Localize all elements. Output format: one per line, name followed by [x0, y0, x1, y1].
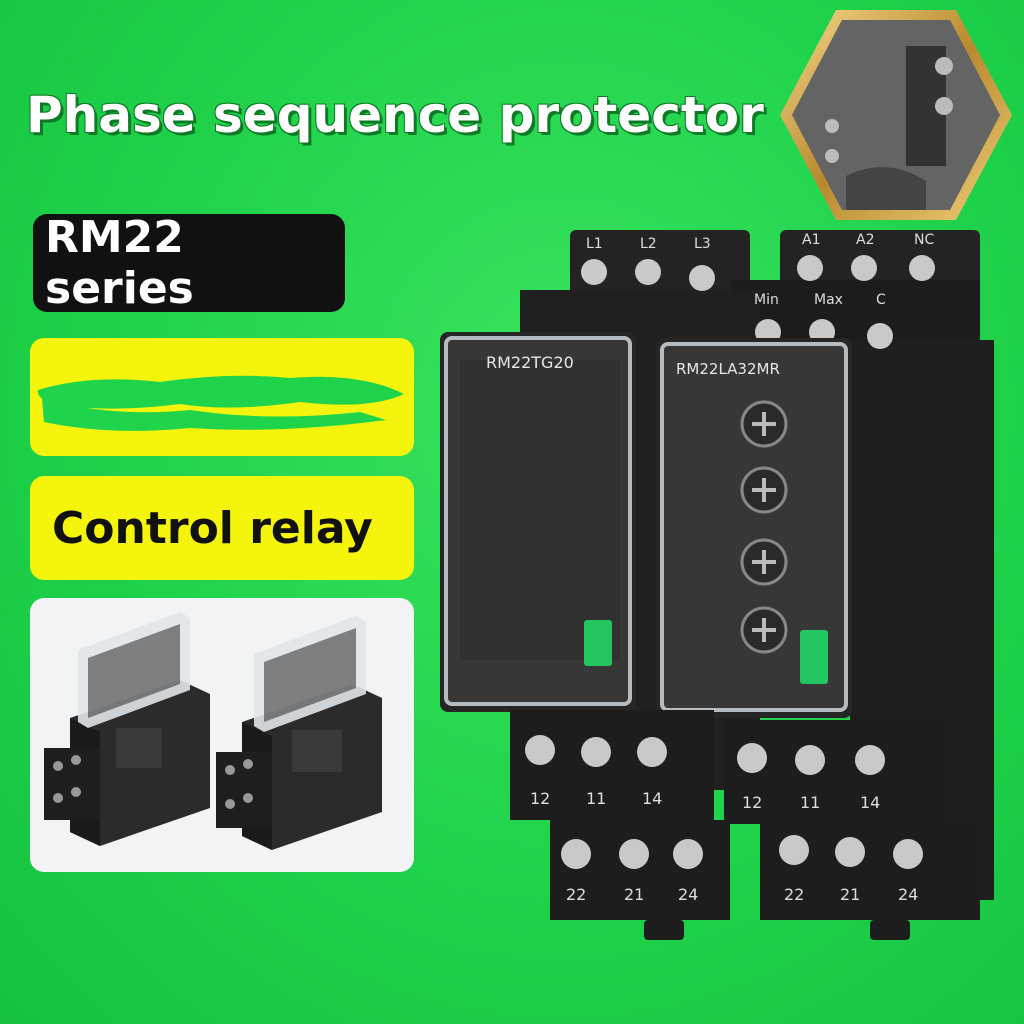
model-label-left: RM22TG20	[486, 353, 574, 372]
terminal-label: 11	[586, 789, 606, 808]
series-badge: RM22 series	[33, 212, 345, 314]
terminal-label: NC	[914, 232, 934, 248]
terminal-label: 22	[566, 885, 586, 904]
category-badge: Control relay	[30, 476, 414, 580]
small-relay-1	[44, 612, 210, 846]
terminal-label: 24	[678, 885, 698, 904]
terminal-label: L2	[640, 236, 657, 252]
terminal-label: 21	[840, 885, 860, 904]
terminal-label: 12	[530, 789, 550, 808]
terminal-label: L1	[586, 236, 603, 252]
terminal-label: 24	[898, 885, 918, 904]
model-label-right: RM22LA32MR	[676, 360, 780, 378]
terminal-label: 11	[800, 793, 820, 812]
terminal-label: 14	[642, 789, 662, 808]
hexagon-inset-image	[780, 10, 1012, 220]
terminal-label: 12	[742, 793, 762, 812]
redacted-badge	[30, 338, 414, 456]
terminal-label: A1	[802, 232, 820, 248]
terminal-label: L3	[694, 236, 711, 252]
page-title: Phase sequence protector	[26, 86, 764, 144]
terminal-label: 22	[784, 885, 804, 904]
product-photo	[30, 598, 414, 872]
terminal-label: A2	[856, 232, 874, 248]
terminal-label: Min	[754, 292, 779, 308]
terminal-label: C	[876, 292, 886, 308]
terminal-label: Max	[814, 292, 843, 308]
small-relay-2	[216, 616, 382, 850]
relay-modules-illustration: L1 L2 L3 A1 A2 NC Min Max C RM22TG20 RM2…	[440, 230, 994, 940]
terminal-label: 21	[624, 885, 644, 904]
terminal-label: 14	[860, 793, 880, 812]
